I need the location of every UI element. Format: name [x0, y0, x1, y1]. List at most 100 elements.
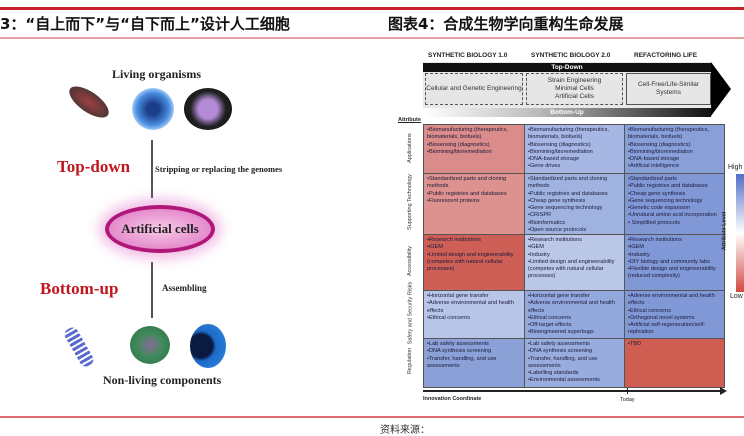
grid-cell: •Horizontal gene transfer•Adverse enviro… — [424, 291, 524, 338]
cell-item: •Ethical concerns — [628, 307, 671, 314]
cell-item: •Research institutions — [427, 237, 481, 243]
grid-cell: •Biomanufacturing (therapeutics, biomate… — [424, 125, 524, 173]
row-label-text: Accessibility — [406, 246, 413, 276]
cell-item: •iGEM — [427, 244, 443, 251]
cell-item: •Horizontal gene transfer — [528, 293, 590, 299]
grid-row-accessibility: •Research institutions•iGEM•Limited desi… — [424, 234, 724, 290]
non-living-label: Non-living components — [103, 373, 222, 387]
source-note: 资料来源： — [380, 425, 430, 436]
cell-item: •Artificial intelligence — [628, 163, 680, 170]
innovation-axis — [423, 390, 723, 392]
grid-row-safety-and-security-risks: •Horizontal gene transfer•Adverse enviro… — [424, 290, 724, 338]
cell-item: •Biosensing (diagnostics) — [628, 141, 691, 148]
row-label: Applications — [398, 124, 422, 172]
grid-row-applications: •Biomanufacturing (therapeutics, biomate… — [424, 125, 724, 173]
cell-item: •Off-target effects — [528, 322, 572, 329]
grid-cell: •Standardized parts and cloning methods•… — [524, 174, 624, 234]
cell-item: •Research institutions — [628, 237, 682, 243]
cell-item: •Standardized parts — [628, 176, 677, 182]
header-rule — [0, 7, 744, 10]
grid-row-regulation: •Lab safety assessments•DNA synthesis sc… — [424, 338, 724, 387]
grid-cell: •Lab safety assessments•DNA synthesis sc… — [524, 339, 624, 387]
virus-icon — [132, 88, 174, 130]
stage-3: Cell-Free/Life-Similar Systems — [626, 73, 711, 105]
cell-item: •Biomining/bioremediation — [427, 148, 492, 155]
cell-item: •Adverse environmental and health effect… — [528, 300, 615, 314]
cell-item: •Biomining/bioremediation — [628, 148, 693, 155]
cell-item: •Ethical concerns — [427, 314, 470, 321]
attribute-grid: •Biomanufacturing (therapeutics, biomate… — [423, 124, 725, 388]
cell-item: •Gene sequencing technology — [628, 197, 703, 204]
row-label-text: Supporting Technology — [406, 174, 413, 231]
cell-item: •Cheap gene synthesis — [528, 197, 586, 204]
living-organisms-label: Living organisms — [112, 67, 202, 81]
cell-item: •Standardized parts and cloning methods — [528, 176, 608, 190]
cell-item: •Limited design and engineerability (com… — [427, 251, 514, 273]
cell-item: •Horizontal gene transfer — [427, 293, 489, 299]
cell-item: •Biomanufacturing (therapeutics, biomate… — [628, 127, 709, 141]
cell-item: •Transfer, handling, and use assessments — [427, 355, 497, 369]
assembling-label: Assembling — [162, 283, 207, 293]
cell-item: •Flexible design and engineerability (re… — [628, 266, 716, 280]
grid-cell: •Standardized parts and cloning methods•… — [424, 174, 524, 234]
artificial-cells-label: Artificial cells — [105, 205, 215, 253]
cell-item: •Ethical concerns — [528, 314, 571, 321]
cell-item: •DNA synthesis screening — [528, 348, 593, 355]
cell-item: •Open source protocols — [528, 226, 587, 233]
grid-cell: •Biomanufacturing (therapeutics, biomate… — [524, 125, 624, 173]
cell-item: •Biomining/bioremediation — [528, 148, 593, 155]
liposome-icon — [190, 324, 226, 368]
cell-item: •DNA-based storage — [528, 156, 580, 163]
cell-item: •Public registries and databases — [528, 190, 608, 197]
grid-cell: •Biomanufacturing (therapeutics, biomate… — [624, 125, 724, 173]
cell-item: •Orthogonal novel systems — [628, 314, 695, 321]
cell-item: •DNA synthesis screening — [427, 348, 492, 355]
cell-item: •Adverse environmental and health effect… — [628, 293, 715, 307]
era-3: REFACTORING LIFE — [634, 52, 698, 59]
row-label: Safety and Security Risks — [398, 282, 422, 345]
stripping-label: Stripping or replacing the genomes — [155, 164, 283, 174]
cell-item: •CRISPR — [528, 212, 552, 219]
cell-item: •Cheap gene synthesis — [628, 190, 686, 197]
dna-icon — [62, 325, 96, 369]
top-down-label: Top-down — [57, 157, 131, 176]
legend-high: High — [728, 164, 743, 171]
bottom-up-band: Bottom-Up — [423, 108, 711, 117]
cell-item: •Biomanufacturing (therapeutics, biomate… — [528, 127, 609, 141]
cell-item: •Fluorescent proteins — [427, 197, 480, 204]
left-figure-title: 3：“自上而下”与“自下而上”设计人工细胞 — [0, 15, 290, 33]
legend-low: Low — [730, 293, 743, 300]
cell-item: •Transfer, handling, and use assessments — [528, 355, 598, 369]
cell-item: •Standardized parts and cloning methods — [427, 176, 507, 190]
arrow-head-icon — [711, 62, 731, 116]
bottom-up-label: Bottom-up — [40, 279, 119, 298]
stage-1: Cellular and Genetic Engineering — [425, 73, 523, 105]
legend-title: Attribute Level — [721, 211, 728, 251]
grid-cell: •Research institutions•iGEM•Industry•Lim… — [524, 235, 624, 290]
attribute-level-legend — [736, 174, 744, 292]
grid-cell: •Lab safety assessments•DNA synthesis sc… — [424, 339, 524, 387]
attribute-label: Attribute — [398, 117, 421, 123]
cell-item: •Unnatural amino acid incorporation — [628, 212, 717, 219]
grid-cell: •TBD — [624, 339, 724, 387]
cell-item: •Limited design and engineerability (com… — [528, 258, 615, 280]
row-label: Supporting Technology — [398, 172, 422, 233]
cell-item: •TBD — [628, 341, 642, 347]
cell-item: •Genetic code expansion — [628, 205, 690, 212]
cell-item: •Public registries and databases — [427, 190, 507, 197]
grid-cell: •Research institutions•iGEM•Industry•DIY… — [624, 235, 724, 290]
cell-item: •Lab safety assessments — [528, 341, 590, 347]
cell-item: •Industry — [628, 251, 650, 258]
today-label: Today — [620, 397, 635, 403]
cell-item: •iGEM — [628, 244, 644, 251]
grid-cell: •Research institutions•iGEM•Limited desi… — [424, 235, 524, 290]
cell-item: •Bioinformatics — [528, 219, 566, 226]
cell-item: •iGEM — [528, 244, 544, 251]
up-arrow-icon — [151, 262, 153, 318]
cell-item: •Adverse environmental and health effect… — [427, 300, 514, 314]
grid-row-supporting-technology: •Standardized parts and cloning methods•… — [424, 173, 724, 234]
right-figure-title: 图表4：合成生物学向重构生命发展 — [388, 15, 624, 33]
grid-cell: •Horizontal gene transfer•Adverse enviro… — [524, 291, 624, 338]
grid-cell: •Standardized parts•Public registries an… — [624, 174, 724, 234]
row-label-text: Safety and Security Risks — [406, 281, 413, 345]
